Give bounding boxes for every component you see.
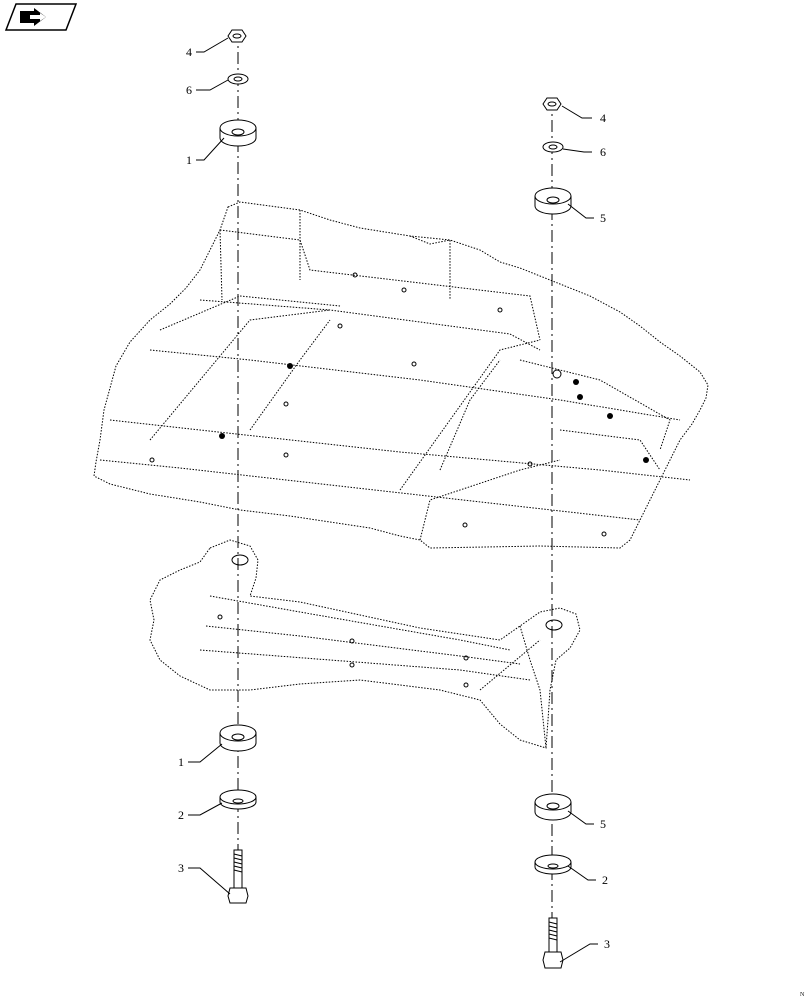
upper-frame bbox=[93, 201, 709, 549]
left-mount-top[interactable] bbox=[219, 119, 257, 147]
callout-right-washer-top: 6 bbox=[562, 145, 606, 159]
svg-text:5: 5 bbox=[600, 211, 606, 225]
svg-text:5: 5 bbox=[600, 817, 606, 831]
callout-right-mount-bottom: 5 bbox=[567, 810, 606, 831]
svg-text:4: 4 bbox=[600, 111, 606, 125]
callout-right-bolt: 3 bbox=[559, 937, 610, 963]
callout-left-mount-top: 1 bbox=[186, 137, 225, 167]
callout-right-nut: 4 bbox=[561, 105, 606, 125]
callout-right-washer-bottom: 2 bbox=[567, 865, 608, 887]
right-washer-top[interactable] bbox=[542, 141, 564, 153]
callout-left-mount-bottom: 1 bbox=[178, 743, 223, 769]
left-washer-top[interactable] bbox=[227, 73, 249, 85]
callout-left-nut: 4 bbox=[186, 37, 229, 59]
svg-text:1: 1 bbox=[178, 755, 184, 769]
corner-mark: N bbox=[800, 992, 805, 998]
svg-text:4: 4 bbox=[186, 45, 192, 59]
svg-text:6: 6 bbox=[600, 145, 606, 159]
left-nut[interactable] bbox=[227, 29, 247, 43]
svg-text:6: 6 bbox=[186, 83, 192, 97]
callout-left-washer-bottom: 2 bbox=[178, 802, 223, 822]
left-mount-bottom[interactable] bbox=[219, 724, 257, 752]
left-washer-bottom[interactable] bbox=[219, 789, 257, 810]
callout-right-mount-top: 5 bbox=[567, 203, 606, 225]
svg-text:2: 2 bbox=[178, 808, 184, 822]
left-bolt[interactable] bbox=[227, 849, 249, 904]
right-mount-bottom[interactable] bbox=[534, 793, 572, 821]
svg-text:3: 3 bbox=[178, 861, 184, 875]
lower-frame bbox=[149, 539, 581, 749]
right-nut[interactable] bbox=[542, 97, 562, 111]
svg-text:3: 3 bbox=[604, 937, 610, 951]
right-bolt[interactable] bbox=[542, 917, 564, 969]
svg-text:2: 2 bbox=[602, 873, 608, 887]
svg-text:1: 1 bbox=[186, 153, 192, 167]
callout-left-washer-top: 6 bbox=[186, 79, 229, 97]
callout-left-bolt: 3 bbox=[178, 861, 231, 895]
right-washer-bottom[interactable] bbox=[534, 854, 572, 875]
navigation-arrow-icon[interactable] bbox=[4, 3, 78, 31]
right-mount-top[interactable] bbox=[534, 187, 572, 215]
